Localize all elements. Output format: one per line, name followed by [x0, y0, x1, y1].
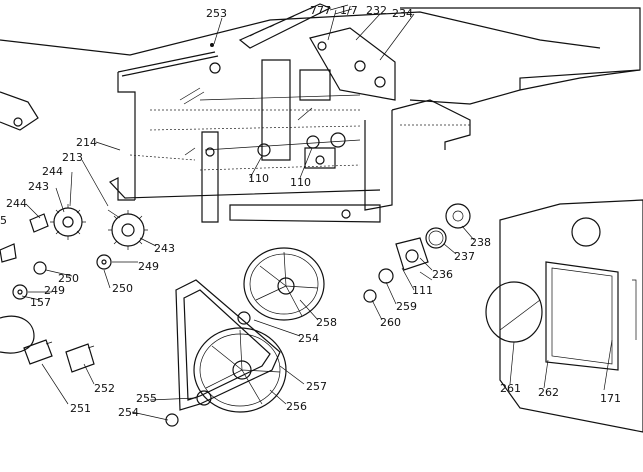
- label-259: 259: [396, 300, 417, 313]
- label-232: 232: [366, 4, 387, 17]
- label-254-a: 254: [298, 332, 319, 345]
- label-254-b: 254: [118, 406, 139, 419]
- label-244-a: 244: [42, 165, 63, 178]
- label-234: 234: [392, 7, 413, 20]
- label-253: 253: [206, 7, 227, 20]
- pulley-upper: [243, 247, 325, 321]
- label-110-b: 110: [290, 176, 311, 189]
- label-251: 251: [70, 402, 91, 415]
- main-housing: [0, 3, 641, 223]
- label-213: 213: [62, 151, 83, 164]
- label-261: 261: [500, 382, 521, 395]
- label-238: 238: [470, 236, 491, 249]
- label-157: 157: [30, 296, 51, 309]
- label-252: 252: [94, 382, 115, 395]
- side-panel: [485, 199, 643, 433]
- bearing-assembly: [363, 203, 471, 303]
- small-gears: [0, 209, 121, 300]
- label-777: 777: [310, 4, 331, 17]
- label-110-a: 110: [248, 172, 269, 185]
- part-labels: 253 777 1/7 232 234 214 213 244 243 244 …: [0, 4, 621, 419]
- label-1-7: 1/7: [340, 4, 358, 17]
- label-5: 5: [0, 214, 7, 227]
- label-237: 237: [454, 250, 475, 263]
- label-243-a: 243: [28, 180, 49, 193]
- label-243-b: 243: [154, 242, 175, 255]
- shaft-parts: [0, 315, 95, 373]
- belt: [175, 279, 281, 411]
- clips: [165, 311, 251, 427]
- label-244-b: 244: [6, 197, 27, 210]
- label-236: 236: [432, 268, 453, 281]
- label-250-b: 250: [112, 282, 133, 295]
- label-255: 255: [136, 392, 157, 405]
- label-256: 256: [286, 400, 307, 413]
- label-171: 171: [600, 392, 621, 405]
- label-258: 258: [316, 316, 337, 329]
- label-249-b: 249: [44, 284, 65, 297]
- pulley-lower: [193, 327, 287, 413]
- label-260: 260: [380, 316, 401, 329]
- label-262: 262: [538, 386, 559, 399]
- label-214: 214: [76, 136, 97, 149]
- label-257: 257: [306, 380, 327, 393]
- label-249-a: 249: [138, 260, 159, 273]
- label-250-a: 250: [58, 272, 79, 285]
- sprocket-right: [108, 210, 148, 250]
- label-111: 111: [412, 284, 433, 297]
- leader-lines: [21, 9, 613, 421]
- sprocket-left: [50, 204, 86, 240]
